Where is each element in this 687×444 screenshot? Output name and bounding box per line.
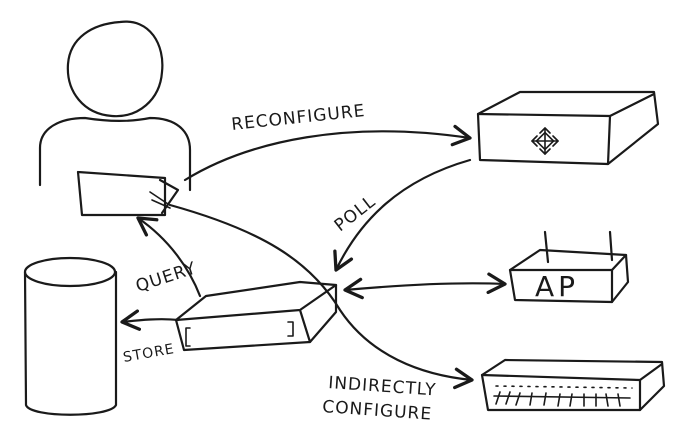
database-cylinder (23, 256, 118, 416)
ap-label: AP (535, 270, 579, 303)
query-arrow (136, 216, 202, 298)
store-arrow (120, 309, 180, 331)
reconfigure-arrow (183, 124, 472, 182)
user-head (66, 20, 164, 118)
query-label: QUERY (133, 258, 199, 296)
reconfigure-label: RECONFIGURE (230, 101, 366, 135)
user-torso (38, 116, 192, 192)
poll-arrow (333, 158, 472, 272)
router-arrows-icon (531, 127, 559, 155)
access-point-box: AP (508, 230, 630, 304)
poll-label: POLL (331, 192, 380, 236)
indirectly-label: INDIRECTLY (328, 373, 437, 401)
network-controller-box (174, 280, 338, 352)
controller-ap-arrow (343, 272, 507, 300)
user-figure (38, 20, 192, 217)
switch-cables (493, 391, 631, 407)
laptop-icon (76, 170, 167, 217)
laptop-base (158, 178, 180, 215)
indirectly-configure-arrow (168, 203, 474, 390)
network-switch (480, 358, 666, 412)
switch-port-leds (495, 385, 633, 389)
configure-label: CONFIGURE (322, 397, 433, 425)
store-label: STORE (122, 341, 176, 366)
router-box (476, 90, 660, 166)
